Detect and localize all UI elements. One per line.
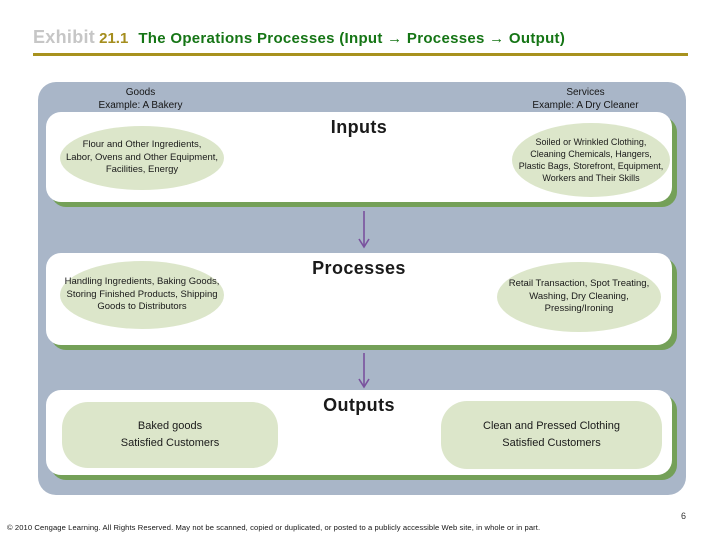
processes-label: Processes	[312, 258, 406, 278]
exhibit-label: Exhibit	[33, 27, 96, 47]
down-arrow-icon	[358, 353, 370, 389]
processes-band: Processes Handling Ingredients, Baking G…	[46, 253, 672, 345]
down-arrow-icon	[358, 211, 370, 249]
title-underline	[33, 53, 688, 56]
inputs-goods-oval: Flour and Other Ingredients, Labor, Oven…	[60, 126, 224, 190]
inputs-label: Inputs	[330, 117, 388, 137]
services-column-header: Services Example: A Dry Cleaner	[513, 86, 658, 112]
services-header-line1: Services	[566, 87, 605, 98]
services-header-line2: Example: A Dry Cleaner	[532, 100, 639, 111]
inputs-services-oval: Soiled or Wrinkled Clothing, Cleaning Ch…	[512, 123, 670, 197]
outputs-services-box: Clean and Pressed Clothing Satisfied Cus…	[441, 401, 662, 469]
goods-column-header: Goods Example: A Bakery	[78, 86, 203, 112]
processes-services-oval: Retail Transaction, Spot Treating, Washi…	[497, 262, 661, 332]
outputs-band: Outputs Baked goods Satisfied Customers …	[46, 390, 672, 475]
outputs-label: Outputs	[323, 395, 395, 415]
diagram-panel: Goods Example: A Bakery Services Example…	[38, 82, 686, 495]
goods-header-line2: Example: A Bakery	[98, 100, 183, 111]
outputs-goods-box: Baked goods Satisfied Customers	[62, 402, 278, 468]
inputs-band: Inputs Flour and Other Ingredients, Labo…	[46, 112, 672, 202]
page-number: 6	[681, 511, 687, 521]
exhibit-number: 21.1	[99, 30, 129, 47]
copyright-footer: © 2010 Cengage Learning. All Rights Rese…	[7, 523, 541, 532]
processes-goods-oval: Handling Ingredients, Baking Goods, Stor…	[60, 261, 224, 329]
title-text: The Operations Processes (Input → Proces…	[138, 30, 566, 47]
goods-header-line1: Goods	[125, 87, 156, 98]
